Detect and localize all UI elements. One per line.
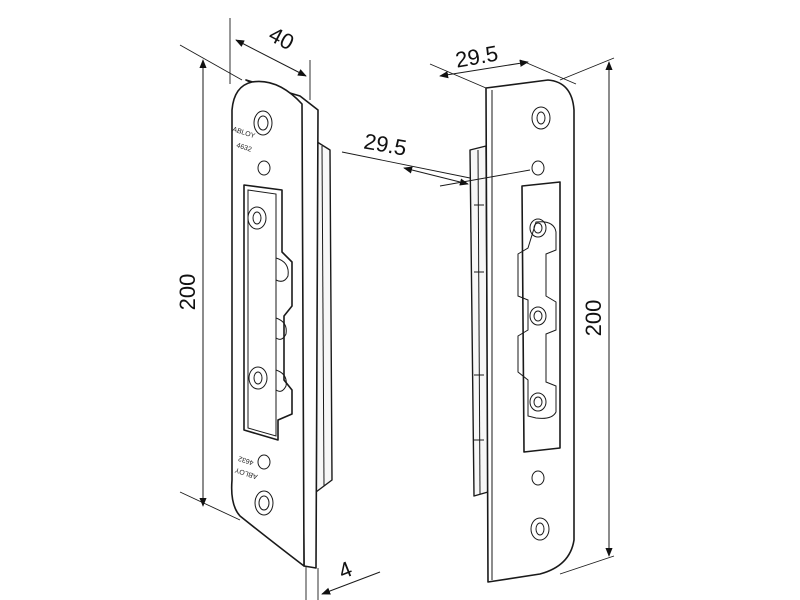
left-latch-cutout bbox=[243, 184, 293, 441]
right-small-hole-top bbox=[531, 160, 545, 176]
left-small-hole-top bbox=[257, 160, 271, 176]
right-strike-plate-view: 29.5 29.5 200 bbox=[341, 41, 615, 583]
right-cutout-hole-top bbox=[529, 218, 547, 238]
right-dim-height-label: 200 bbox=[581, 300, 606, 337]
left-engraving-bottom-2: 4632 bbox=[238, 454, 255, 466]
right-dim-width-line bbox=[439, 59, 529, 79]
left-dim-width-label: 40 bbox=[265, 22, 298, 56]
left-dim-height-label: 200 bbox=[175, 274, 200, 311]
left-cutout-hole-top bbox=[247, 206, 267, 230]
left-small-hole-bottom bbox=[257, 454, 271, 470]
right-latch-profile bbox=[517, 221, 557, 419]
left-dim-thickness-label: 4 bbox=[335, 556, 356, 584]
right-screw-hole-bottom bbox=[530, 517, 550, 541]
left-screw-hole-bottom bbox=[254, 490, 274, 516]
right-screw-hole-top bbox=[531, 106, 551, 130]
right-latch-cutout bbox=[521, 181, 561, 453]
left-cutout-hole-bottom bbox=[248, 366, 268, 390]
left-screw-hole-top bbox=[253, 110, 273, 136]
right-small-hole-bottom bbox=[531, 470, 545, 486]
right-cutout-hole-middle bbox=[529, 306, 547, 326]
left-dim-thickness-line bbox=[321, 571, 381, 595]
right-dim-offset-label: 29.5 bbox=[362, 129, 409, 161]
right-dim-offset-line bbox=[403, 166, 469, 186]
right-cutout-hole-bottom bbox=[529, 392, 547, 412]
left-strike-plate-view: ABLOY 4632 ABLOY 4632 200 bbox=[175, 18, 381, 600]
left-engraving-top-2: 4632 bbox=[235, 142, 252, 154]
left-dim-width-line bbox=[235, 39, 307, 77]
